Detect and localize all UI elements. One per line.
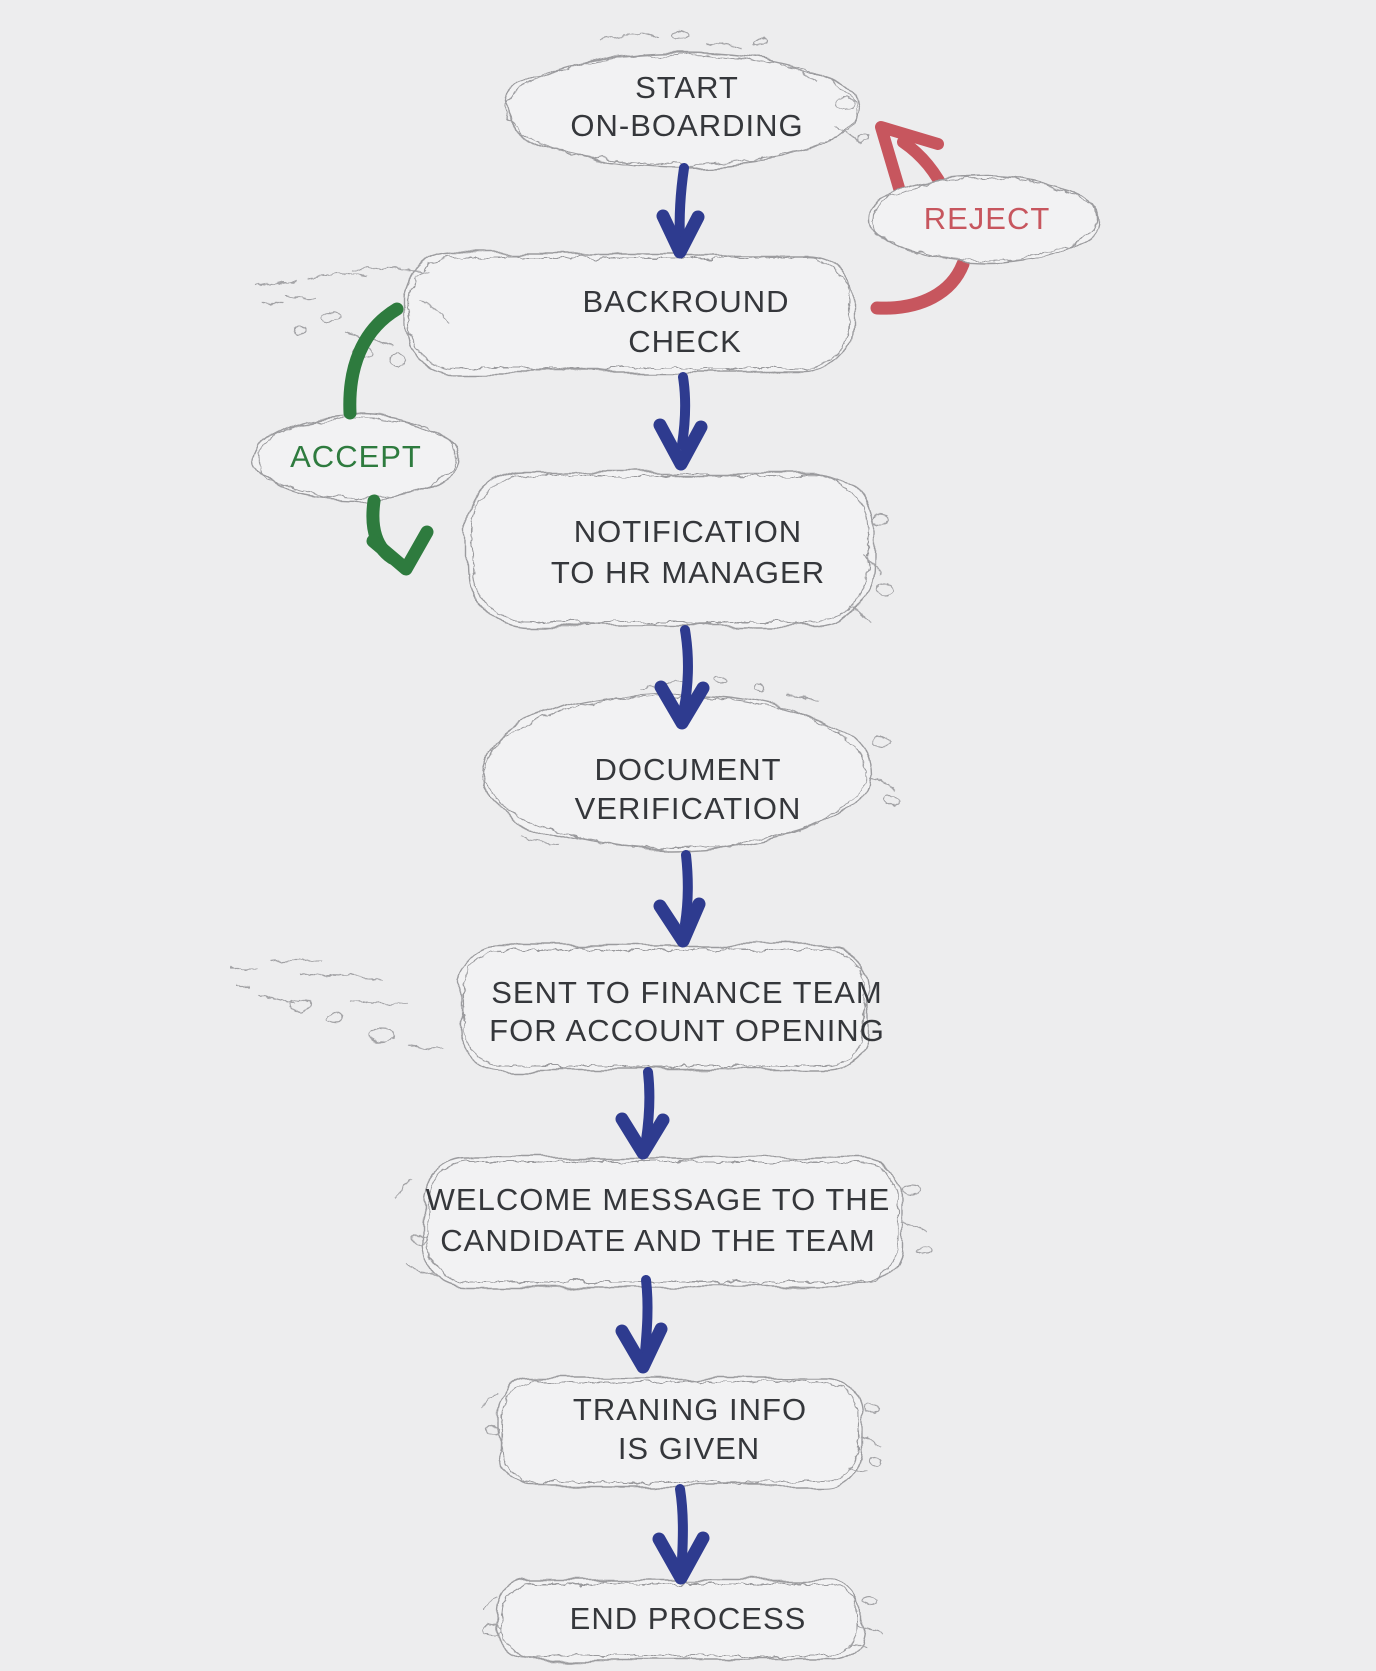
node-shape-notification-to-hr <box>467 471 873 627</box>
arrow-head <box>656 209 705 259</box>
arrow-shaft <box>677 372 691 450</box>
arrow-head <box>652 1531 710 1585</box>
node-shape-welcome-echo <box>427 1161 899 1283</box>
flow-arrow-start-to-backround <box>656 163 705 259</box>
accept-label: ACCEPT <box>290 439 422 474</box>
node-label-welcome-line1: WELCOME MESSAGE TO THE <box>425 1182 891 1217</box>
accept-arrow <box>343 302 434 576</box>
arrow-head <box>615 1322 668 1374</box>
node-label-end: END PROCESS <box>569 1601 807 1636</box>
arrow-shaft <box>680 850 693 929</box>
node-label-start-line2: ON-BOARDING <box>570 108 804 143</box>
reject-bubble-echo <box>870 177 1098 261</box>
accept-arrowhead <box>366 525 434 576</box>
brush-speckles <box>232 29 933 1647</box>
node-label-welcome-line2: CANDIDATE AND THE TEAM <box>440 1223 876 1258</box>
node-label-backround-line2: CHECK <box>628 324 742 359</box>
node-label-document-line2: VERIFICATION <box>574 791 802 826</box>
node-shape-backround-echo <box>408 257 850 369</box>
node-label-document-line1: DOCUMENT <box>594 752 782 787</box>
node-shape-backround-check <box>404 253 854 373</box>
reject-bubble-group <box>868 175 1100 263</box>
node-label-traning-line1: TRANING INFO <box>572 1392 808 1427</box>
node-shape-document-verification <box>480 692 870 852</box>
node-label-backround-line1: BACKROUND <box>582 284 790 319</box>
arrow-shaft <box>675 1484 688 1565</box>
reject-arrowhead <box>875 121 944 194</box>
flow-arrow-traning-to-end <box>652 1484 710 1585</box>
reject-bubble <box>868 175 1100 263</box>
arrow-head <box>615 1112 670 1160</box>
node-shape-notification-echo <box>471 475 869 623</box>
arrow-shaft <box>674 163 689 245</box>
flow-arrow-welcome-to-traning <box>615 1275 668 1374</box>
arrow-shaft <box>640 1275 653 1357</box>
flow-arrow-finance-to-welcome <box>615 1067 670 1160</box>
node-label-traning-line2: IS GIVEN <box>617 1431 761 1466</box>
node-label-finance-line2: FOR ACCOUNT OPENING <box>489 1013 885 1048</box>
flow-arrow-document-to-finance <box>653 850 706 948</box>
arrow-head <box>653 897 706 948</box>
arrow-shaft <box>641 1067 655 1145</box>
node-shape-traning-echo <box>501 1381 859 1483</box>
node-label-notification-line2: TO HR MANAGER <box>550 555 826 590</box>
node-shapes <box>254 52 903 1661</box>
accept-bubble-echo <box>256 417 458 499</box>
arrow-head <box>654 680 710 730</box>
node-shape-sent-to-finance <box>459 945 869 1071</box>
node-shape-document-echo <box>483 695 867 849</box>
arrow-shaft <box>679 625 693 713</box>
arrow-head <box>653 418 708 471</box>
flow-arrow-notification-to-document <box>654 625 710 730</box>
reject-label: REJECT <box>923 201 1051 236</box>
accept-bubble <box>254 415 460 501</box>
node-shape-welcome-message <box>423 1157 903 1287</box>
node-label-finance-line1: SENT TO FINANCE TEAM <box>491 975 883 1010</box>
reject-arrow-lower-arc <box>870 257 970 315</box>
node-label-start-line1: START <box>635 70 739 105</box>
accept-arrow-upper-arc <box>343 302 404 420</box>
node-shape-sent-echo <box>463 949 865 1067</box>
flow-arrows <box>615 163 710 1585</box>
flow-arrow-backround-to-notification <box>653 372 708 471</box>
node-label-notification-line1: NOTIFICATION <box>573 514 803 549</box>
